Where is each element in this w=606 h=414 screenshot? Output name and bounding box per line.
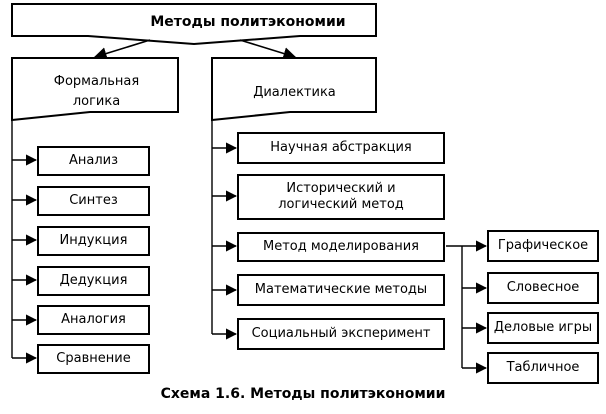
modeling-type-item: Табличное: [487, 352, 599, 384]
formal-logic-shape: [11, 57, 179, 122]
formal-logic-item: Сравнение: [37, 344, 150, 374]
formal-logic-item: Анализ: [37, 146, 150, 176]
dialectics-item: Социальный эксперимент: [237, 318, 445, 350]
top-banner-shape: [11, 3, 377, 46]
formal-logic-item: Аналогия: [37, 305, 150, 335]
modeling-type-item: Деловые игры: [487, 312, 599, 344]
formal-logic-item: Индукция: [37, 226, 150, 256]
formal-logic-item: Дедукция: [37, 266, 150, 296]
dialectics-item: Математические методы: [237, 274, 445, 306]
dialectics-item: Метод моделирования: [237, 232, 445, 262]
modeling-type-item: Графическое: [487, 230, 599, 262]
diagram-title: Методы политэкономии: [150, 14, 346, 30]
formal-logic-item: Синтез: [37, 186, 150, 216]
dialectics-shape: [211, 57, 377, 122]
dialectics-item: Научная абстракция: [237, 132, 445, 164]
dialectics-title: Диалектика: [253, 85, 336, 100]
modeling-type-item: Словесное: [487, 272, 599, 304]
dialectics-item: Исторический и логический метод: [237, 174, 445, 220]
figure-caption: Схема 1.6. Методы политэкономии: [160, 386, 446, 402]
